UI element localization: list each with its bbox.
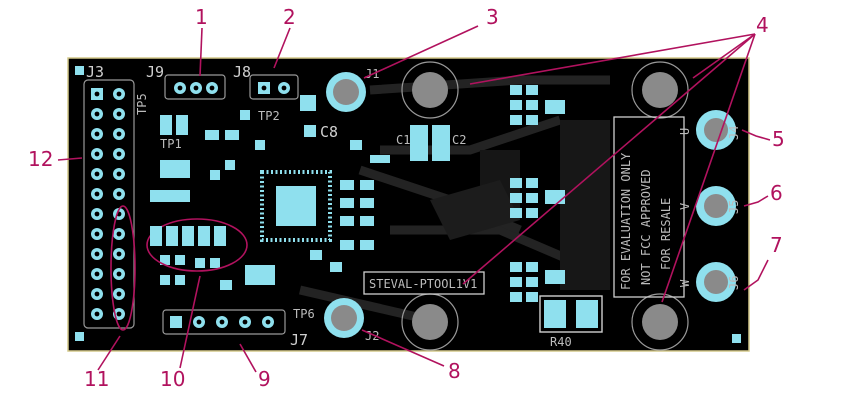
callout-5: 5 — [772, 127, 785, 151]
j3-pin-hole — [116, 131, 122, 137]
label-tp1: TP1 — [160, 137, 182, 151]
fiducial-bottom-left — [75, 332, 84, 341]
callout-6: 6 — [770, 181, 783, 205]
j3-pin-hole — [94, 191, 100, 197]
j3-pin-hole — [116, 91, 122, 97]
j3-pin-hole — [116, 171, 122, 177]
resistor-array — [146, 218, 248, 272]
board-name-label: STEVAL-PTOOL1V1 — [363, 271, 485, 295]
j3-pin-hole — [116, 311, 122, 317]
label-phase-v: V — [678, 203, 692, 210]
label-phase-u: U — [678, 128, 692, 135]
j3-pin-hole — [94, 251, 100, 257]
j6-pad — [696, 262, 736, 302]
j9-header — [164, 74, 226, 100]
disclaimer-line-3: FOR RESALE — [659, 198, 673, 270]
callout-numbers: 1 2 3 4 5 6 7 8 9 10 11 12 — [28, 5, 785, 391]
j3-pin-hole — [116, 151, 122, 157]
label-j4: J4 — [727, 126, 741, 140]
disclaimer-line-1: FOR EVALUATION ONLY — [619, 152, 633, 290]
silkscreen-labels: J3 J9 J8 J1 J2 J7 J4 J5 J6 U V W TP2 TP1… — [86, 63, 741, 349]
mounting-holes — [401, 61, 689, 351]
label-j7: J7 — [290, 331, 308, 349]
label-j9: J9 — [146, 63, 164, 81]
label-j3: J3 — [86, 63, 104, 81]
fiducial-bottom-right — [732, 334, 741, 343]
callout-1: 1 — [195, 5, 208, 29]
j5-pad — [696, 186, 736, 226]
label-tp6: TP6 — [293, 307, 315, 321]
j3-pin-hole — [94, 231, 100, 237]
callout-9: 9 — [258, 367, 271, 391]
callout-11: 11 — [84, 367, 109, 391]
shunt-resistor — [539, 295, 603, 333]
pcb-board — [67, 57, 750, 352]
label-c1: C1 — [396, 133, 410, 147]
j1-pad — [326, 72, 366, 112]
j3-pin-hole — [94, 171, 100, 177]
j3-header — [83, 79, 135, 329]
j3-pin-hole — [94, 271, 100, 277]
label-j5: J5 — [727, 200, 741, 214]
label-c2: C2 — [452, 133, 466, 147]
callout-3: 3 — [486, 5, 499, 29]
j3-pin-hole — [94, 311, 100, 317]
j3-pin-hole — [116, 251, 122, 257]
small-components — [150, 95, 450, 290]
callout-8: 8 — [448, 359, 461, 383]
callout-10: 10 — [160, 367, 185, 391]
j3-pin-hole — [94, 151, 100, 157]
label-r40: R40 — [550, 335, 572, 349]
mcu-chip — [260, 170, 332, 242]
j3-pin-hole — [116, 191, 122, 197]
disclaimer-line-2: NOT FCC APPROVED — [639, 169, 653, 285]
j3-pin-hole — [94, 211, 100, 217]
j3-pin-hole — [94, 111, 100, 117]
callout-7: 7 — [770, 233, 783, 257]
label-c8: C8 — [320, 123, 338, 141]
disclaimer-box: FOR EVALUATION ONLY NOT FCC APPROVED FOR… — [613, 116, 685, 298]
callout-leaders — [57, 25, 771, 373]
label-tp5: TP5 — [135, 93, 149, 115]
j2-pad — [324, 298, 364, 338]
label-phase-w: W — [678, 279, 692, 287]
j3-pin-hole — [116, 111, 122, 117]
callout-12: 12 — [28, 147, 53, 171]
label-j8: J8 — [233, 63, 251, 81]
j3-pin-hole — [94, 91, 100, 97]
j3-pin-hole — [94, 131, 100, 137]
j3-pin-hole — [116, 271, 122, 277]
j7-header — [162, 309, 286, 335]
j3-pin-hole — [116, 291, 122, 297]
j3-pin-hole — [94, 291, 100, 297]
j8-header — [249, 74, 299, 100]
callout-4: 4 — [756, 13, 769, 37]
callout-2: 2 — [283, 5, 296, 29]
board-name: STEVAL-PTOOL1V1 — [369, 277, 477, 291]
label-j6: J6 — [727, 276, 741, 290]
j3-pin-hole — [116, 231, 122, 237]
fiducial-top-left — [75, 66, 84, 75]
label-tp2: TP2 — [258, 109, 280, 123]
